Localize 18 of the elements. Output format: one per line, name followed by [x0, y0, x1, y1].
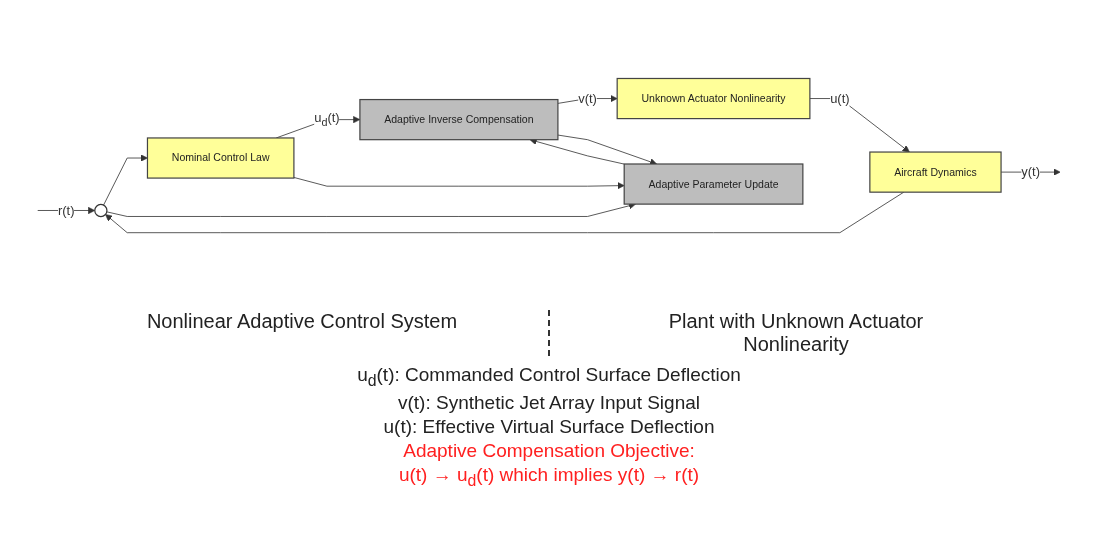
- signal-definition: u$_{d}$(t): Commanded Control Surface Deflection: [357, 364, 741, 390]
- region-label: Plant with Unknown Actuator Nonlinearity: [667, 310, 925, 356]
- objective-note: Adaptive Compensation Objective:: [402, 439, 696, 462]
- node-box: Nominal Control Law: [146, 137, 295, 180]
- node-circle: [94, 204, 108, 218]
- signal-definition: v(t): Synthetic Jet Array Input Signal: [397, 391, 701, 414]
- edge-label: y(t): [1021, 165, 1041, 179]
- edge-label: u$_{d}$(t): [314, 111, 340, 129]
- edge-label: r(t): [57, 203, 75, 218]
- edge-label: u(t): [830, 91, 850, 106]
- region-label: Nonlinear Adaptive Control System: [145, 310, 459, 334]
- node-box: Adaptive Inverse Compensation: [359, 99, 559, 141]
- node-box: Unknown Actuator Nonlinearity: [616, 78, 811, 120]
- signal-definition: u(t): Effective Virtual Surface Deflection: [382, 415, 716, 438]
- objective-note: u(t) → u$_{d}$(t) which implies y(t) → r(t): [397, 463, 701, 490]
- edge-label: v(t): [578, 91, 597, 106]
- node-box: Adaptive Parameter Update: [623, 163, 804, 206]
- node-box: Aircraft Dynamics: [869, 151, 1002, 194]
